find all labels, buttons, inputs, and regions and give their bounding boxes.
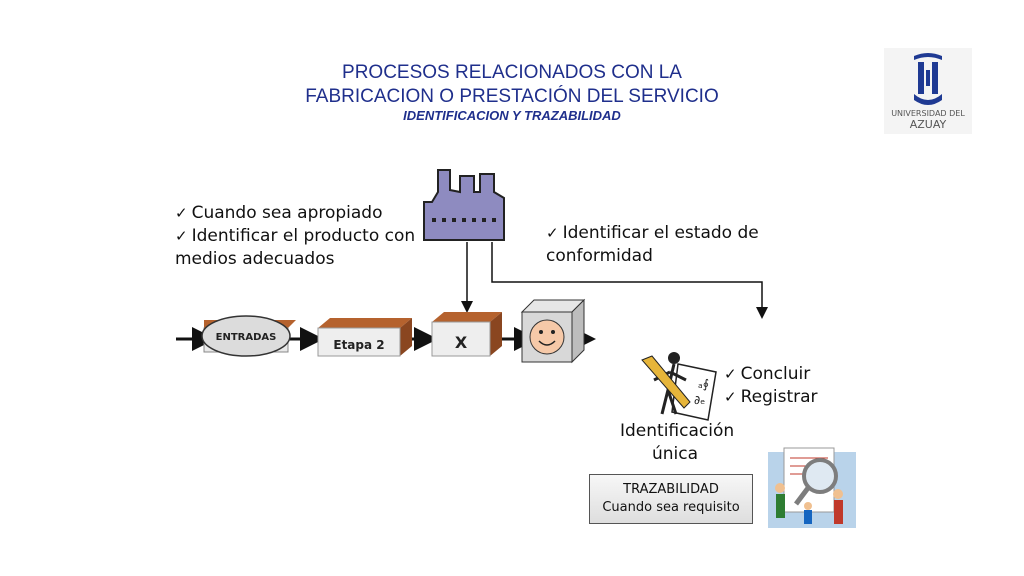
checkmark-icon: ✓ — [724, 365, 737, 383]
svg-text:∂ₑ: ∂ₑ — [694, 393, 705, 407]
action-list: ✓Concluir ✓Registrar — [724, 363, 818, 409]
trazabilidad-title: TRAZABILIDAD — [623, 482, 719, 497]
checkmark-icon: ✓ — [175, 227, 188, 245]
factory-icon — [423, 169, 505, 241]
bullet-text: Identificar el estado de conformidad — [546, 223, 759, 266]
checkmark-icon: ✓ — [175, 204, 188, 222]
list-item: ✓Identificar el producto con medios adec… — [175, 225, 425, 271]
stage-etapa-2: Etapa 2 — [317, 318, 412, 357]
identificacion-label: Identificación única — [620, 421, 735, 464]
trazabilidad-subtitle: Cuando sea requisito — [602, 500, 740, 515]
pencil-figure-icon: ₐ∮ ∂ₑ — [641, 352, 717, 421]
checkmark-icon: ✓ — [546, 224, 559, 242]
stage-entradas: ENTRADAS — [201, 315, 296, 357]
list-item: ✓Registrar — [724, 386, 818, 409]
title-line-1: PROCESOS RELACIONADOS CON LA — [342, 62, 682, 83]
logo-text-2: AZUAY — [910, 118, 947, 131]
bullet-text: Cuando sea apropiado — [191, 203, 383, 223]
list-item: ✓Concluir — [724, 363, 818, 386]
etapa-2-label: Etapa 2 — [333, 338, 384, 352]
action-text: Registrar — [740, 387, 818, 407]
list-item: ✓Cuando sea apropiado — [175, 202, 425, 225]
title-line-2: FABRICACION O PRESTACIÓN DEL SERVICIO — [305, 86, 719, 107]
entradas-label: ENTRADAS — [216, 332, 277, 343]
subtitle: IDENTIFICACION Y TRAZABILIDAD — [403, 108, 621, 123]
action-text: Concluir — [740, 364, 811, 384]
left-bullet-list: ✓Cuando sea apropiado ✓Identificar el pr… — [175, 202, 425, 271]
trazabilidad-box: TRAZABILIDAD Cuando sea requisito — [589, 474, 753, 524]
list-item: ✓Identificar el estado de conformidad — [546, 222, 776, 268]
x-label: X — [455, 333, 468, 352]
logo-text-1: UNIVERSIDAD DEL — [891, 109, 965, 118]
right-bullet-list: ✓Identificar el estado de conformidad — [546, 222, 776, 268]
university-logo: UNIVERSIDAD DEL AZUAY — [884, 48, 972, 134]
arrow-to-conformity — [491, 242, 768, 319]
stage-x: X — [431, 312, 502, 357]
bullet-text: Identificar el producto con medios adecu… — [175, 226, 416, 269]
magnifier-people-icon — [768, 447, 856, 528]
smiley-face-icon — [520, 298, 586, 364]
svg-text:ₐ∮: ₐ∮ — [698, 377, 709, 391]
checkmark-icon: ✓ — [724, 388, 737, 406]
